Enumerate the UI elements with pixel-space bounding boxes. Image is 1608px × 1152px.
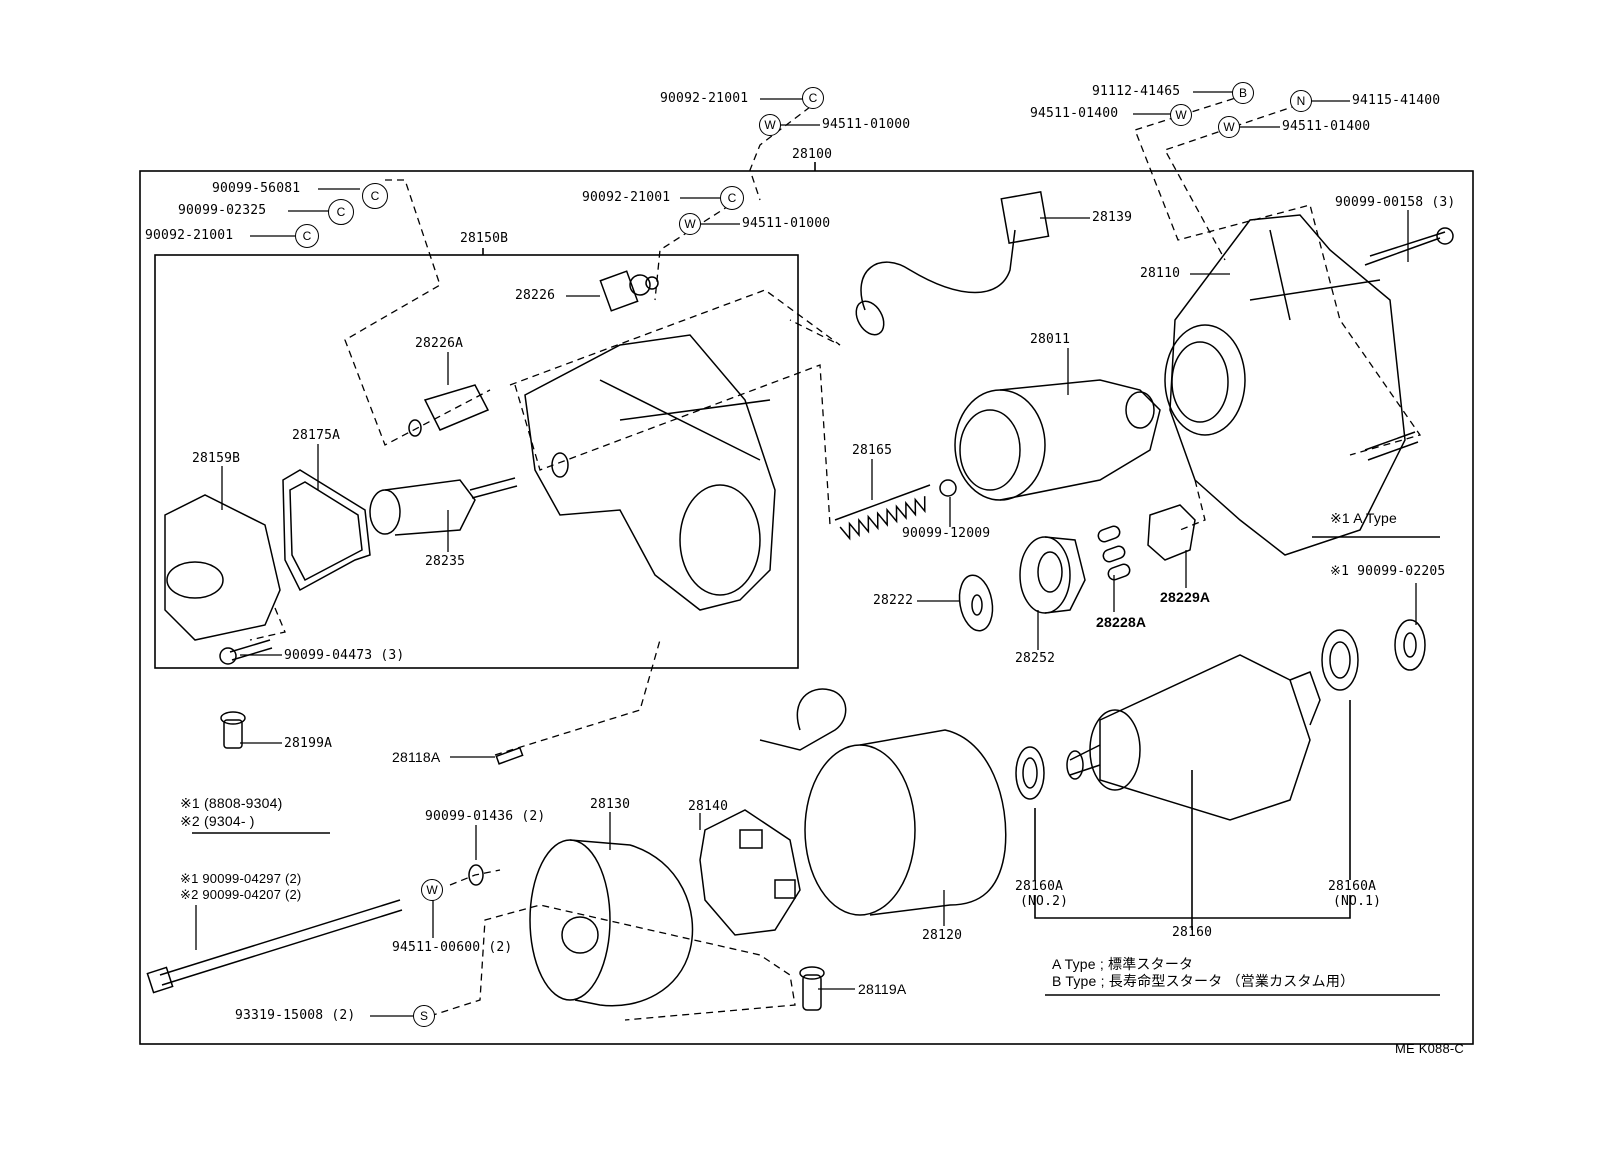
part-label[interactable]: 90099-56081 — [212, 181, 301, 196]
part-label[interactable]: ※1 90099-04297 (2) — [180, 871, 302, 886]
part-label[interactable]: 94511-00600 (2) — [392, 940, 513, 955]
diagram-code: ME K088-C — [1395, 1041, 1464, 1056]
part-label[interactable]: ※2 90099-04207 (2) — [180, 887, 302, 902]
part-label[interactable]: 28226 — [515, 288, 556, 303]
part-label[interactable]: 90099-04473 (3) — [284, 648, 405, 663]
a-type-note: ※1 A Type — [1330, 510, 1397, 526]
washer-w-badge-icon: W — [679, 213, 701, 235]
part-label[interactable]: 28011 — [1030, 332, 1071, 347]
part-label[interactable]: 94511-01400 — [1282, 119, 1371, 134]
part-label[interactable]: 28140 — [688, 799, 729, 814]
part-label[interactable]: 90099-01436 (2) — [425, 809, 546, 824]
part-label[interactable]: 28118A — [392, 749, 441, 765]
clip-c-badge-icon: C — [362, 183, 388, 209]
part-label[interactable]: 93319-15008 (2) — [235, 1008, 356, 1023]
part-label[interactable]: 28165 — [852, 443, 893, 458]
part-label[interactable]: 90092-21001 — [582, 190, 671, 205]
part-label[interactable]: 94511-01000 — [822, 117, 911, 132]
part-label[interactable]: 28235 — [425, 554, 466, 569]
part-label[interactable]: 28252 — [1015, 651, 1056, 666]
part-label[interactable]: 94115-41400 — [1352, 93, 1441, 108]
part-label[interactable]: 90099-12009 — [902, 526, 991, 541]
part-label[interactable]: 28160A — [1328, 879, 1377, 894]
part-label[interactable]: 94511-01000 — [742, 216, 831, 231]
part-label[interactable]: 28175A — [292, 428, 341, 443]
nut-n-badge-icon: N — [1290, 90, 1312, 112]
part-label[interactable]: 28159B — [192, 451, 241, 466]
a-type-description: A Type ; 標準スタータ — [1052, 956, 1194, 972]
part-label[interactable]: 28130 — [590, 797, 631, 812]
part-label[interactable]: 28226A — [415, 336, 464, 351]
subassembly-frame — [154, 254, 799, 669]
bolt-b-badge-icon: B — [1232, 82, 1254, 104]
date-range-note-2: ※2 (9304- ) — [180, 813, 255, 829]
clip-c-badge-icon: C — [328, 199, 354, 225]
assembly-label[interactable]: 28100 — [792, 147, 833, 162]
clip-c-badge-icon: C — [295, 224, 319, 248]
part-label[interactable]: 28119A — [858, 981, 907, 997]
part-label[interactable]: 28222 — [873, 593, 914, 608]
part-label[interactable]: 28160A — [1015, 879, 1064, 894]
washer-w-badge-icon: W — [421, 879, 443, 901]
part-label[interactable]: 91112-41465 — [1092, 84, 1181, 99]
part-label[interactable]: 28160 — [1172, 925, 1213, 940]
b-type-description: B Type ; 長寿命型スタータ （営業カスタム用） — [1052, 973, 1355, 989]
screw-s-badge-icon: S — [413, 1005, 435, 1027]
part-label[interactable]: 94511-01400 — [1030, 106, 1119, 121]
washer-w-badge-icon: W — [759, 114, 781, 136]
part-label[interactable]: ※1 90099-02205 — [1330, 564, 1446, 579]
part-label[interactable]: 90092-21001 — [145, 228, 234, 243]
clip-c-badge-icon: C — [802, 87, 824, 109]
part-label[interactable]: 28120 — [922, 928, 963, 943]
part-label[interactable]: 90099-00158 (3) — [1335, 195, 1456, 210]
washer-w-badge-icon: W — [1218, 116, 1240, 138]
part-label-sub: (NO.2) — [1020, 894, 1069, 909]
date-range-note-1: ※1 (8808-9304) — [180, 795, 283, 811]
part-label[interactable]: 28139 — [1092, 210, 1133, 225]
part-label[interactable]: 28199A — [284, 736, 333, 751]
part-label[interactable]: 28110 — [1140, 266, 1181, 281]
part-label-sub: (NO.1) — [1333, 894, 1382, 909]
assembly-frame — [139, 170, 1474, 1045]
part-label[interactable]: 28229A — [1160, 589, 1211, 605]
subassembly-label[interactable]: 28150B — [460, 231, 509, 246]
clip-c-badge-icon: C — [720, 186, 744, 210]
washer-w-badge-icon: W — [1170, 104, 1192, 126]
part-label[interactable]: 90099-02325 — [178, 203, 267, 218]
part-label[interactable]: 28228A — [1096, 614, 1147, 630]
part-label[interactable]: 90092-21001 — [660, 91, 749, 106]
